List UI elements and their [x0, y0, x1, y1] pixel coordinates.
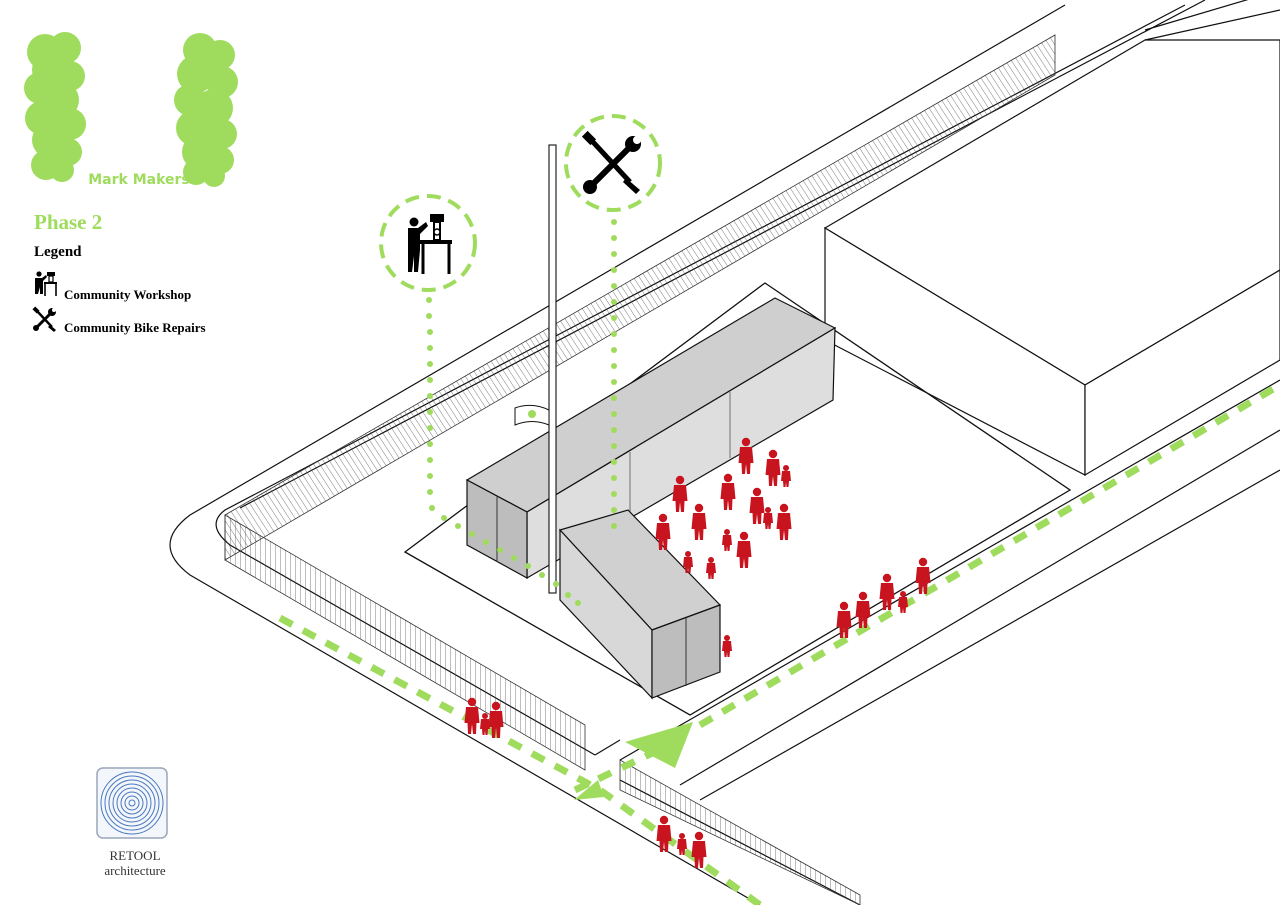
legend-title: Legend	[34, 244, 82, 260]
container-long	[465, 297, 837, 580]
legend-item-community-bike-repairs: Community Bike Repairs	[64, 320, 206, 335]
concentric-circles-logo	[96, 767, 168, 839]
legend-item-community-workshop: Community Workshop	[64, 287, 192, 302]
direction-arrow	[574, 722, 693, 800]
logo-subtitle: architecture	[104, 863, 166, 878]
tree-right	[174, 33, 238, 187]
container-short	[558, 509, 722, 700]
workshop-callout	[379, 194, 477, 292]
site-plot	[403, 282, 1072, 716]
wrench-screwdriver-icon	[32, 306, 56, 332]
bike-repair-callout	[564, 114, 662, 212]
phase-title: Phase 2	[34, 210, 103, 234]
callout-dotted-lines	[426, 219, 617, 606]
wrench-screwdriver-icon	[581, 130, 641, 194]
brand-name: Mark Makers	[88, 172, 190, 188]
flagpole	[514, 144, 557, 594]
logo-name: RETOOL	[109, 848, 161, 863]
workshop-icon	[35, 271, 57, 296]
neighbour-building	[823, 0, 1280, 477]
workshop-icon	[408, 214, 452, 274]
tree-left	[24, 32, 86, 182]
